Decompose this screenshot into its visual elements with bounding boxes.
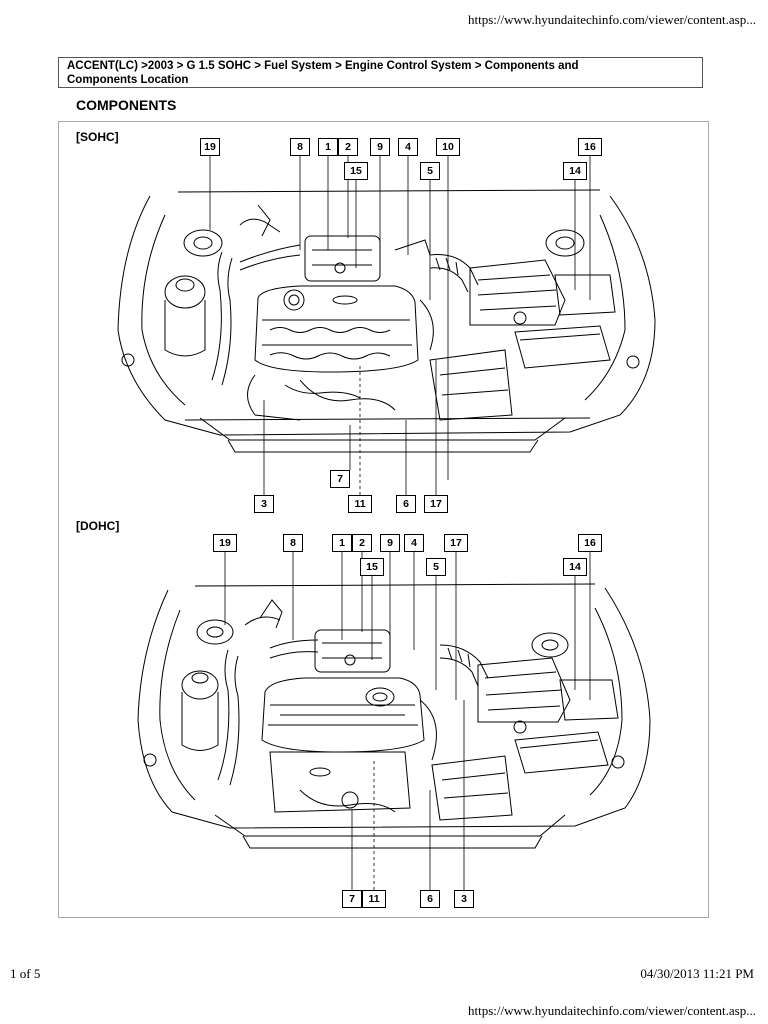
page-number: 1 of 5 bbox=[10, 966, 41, 981]
dohc-callout-7: 7 bbox=[342, 890, 362, 908]
breadcrumb-line-1: ACCENT(LC) >2003 > G 1.5 SOHC > Fuel Sys… bbox=[67, 60, 579, 72]
sohc-callout-6: 6 bbox=[396, 495, 416, 513]
sohc-callout-17: 17 bbox=[424, 495, 448, 513]
dohc-callout-8: 8 bbox=[283, 534, 303, 552]
sohc-callout-7: 7 bbox=[330, 470, 350, 488]
figure-frame bbox=[58, 121, 709, 918]
sohc-callout-1: 1 bbox=[318, 138, 338, 156]
dohc-callout-19: 19 bbox=[213, 534, 237, 552]
sohc-callout-14: 14 bbox=[563, 162, 587, 180]
dohc-callout-16: 16 bbox=[578, 534, 602, 552]
breadcrumb-line-2: Components Location bbox=[67, 74, 189, 86]
dohc-callout-1: 1 bbox=[332, 534, 352, 552]
dohc-callout-9: 9 bbox=[380, 534, 400, 552]
dohc-callout-4: 4 bbox=[404, 534, 424, 552]
sohc-callout-8: 8 bbox=[290, 138, 310, 156]
sohc-callout-3: 3 bbox=[254, 495, 274, 513]
dohc-callout-17: 17 bbox=[444, 534, 468, 552]
sohc-callout-2: 2 bbox=[338, 138, 358, 156]
sohc-callout-5: 5 bbox=[420, 162, 440, 180]
dohc-callout-6: 6 bbox=[420, 890, 440, 908]
dohc-engine-bay-drawing bbox=[137, 583, 651, 849]
header-url[interactable]: https://www.hyundaitechinfo.com/viewer/c… bbox=[468, 12, 756, 27]
sohc-callout-11: 11 bbox=[348, 495, 372, 513]
dohc-callout-3: 3 bbox=[454, 890, 474, 908]
sohc-callout-15: 15 bbox=[344, 162, 368, 180]
dohc-callout-2: 2 bbox=[352, 534, 372, 552]
sohc-callout-4: 4 bbox=[398, 138, 418, 156]
dohc-callout-15: 15 bbox=[360, 558, 384, 576]
dohc-callout-11: 11 bbox=[362, 890, 386, 908]
footer-url[interactable]: https://www.hyundaitechinfo.com/viewer/c… bbox=[468, 1003, 756, 1018]
dohc-callout-14: 14 bbox=[563, 558, 587, 576]
dohc-leader-lines bbox=[224, 552, 591, 890]
sohc-leader-lines bbox=[209, 156, 591, 495]
breadcrumb: ACCENT(LC) >2003 > G 1.5 SOHC > Fuel Sys… bbox=[58, 57, 703, 88]
sohc-callout-16: 16 bbox=[578, 138, 602, 156]
sohc-label: [SOHC] bbox=[76, 130, 119, 144]
dohc-label: [DOHC] bbox=[76, 519, 120, 533]
sohc-engine-bay-drawing bbox=[117, 189, 656, 453]
section-title: COMPONENTS bbox=[76, 97, 177, 113]
sohc-callout-9: 9 bbox=[370, 138, 390, 156]
dohc-callout-5: 5 bbox=[426, 558, 446, 576]
sohc-callout-19: 19 bbox=[200, 138, 220, 156]
sohc-callout-10: 10 bbox=[436, 138, 460, 156]
print-timestamp: 04/30/2013 11:21 PM bbox=[640, 966, 754, 981]
